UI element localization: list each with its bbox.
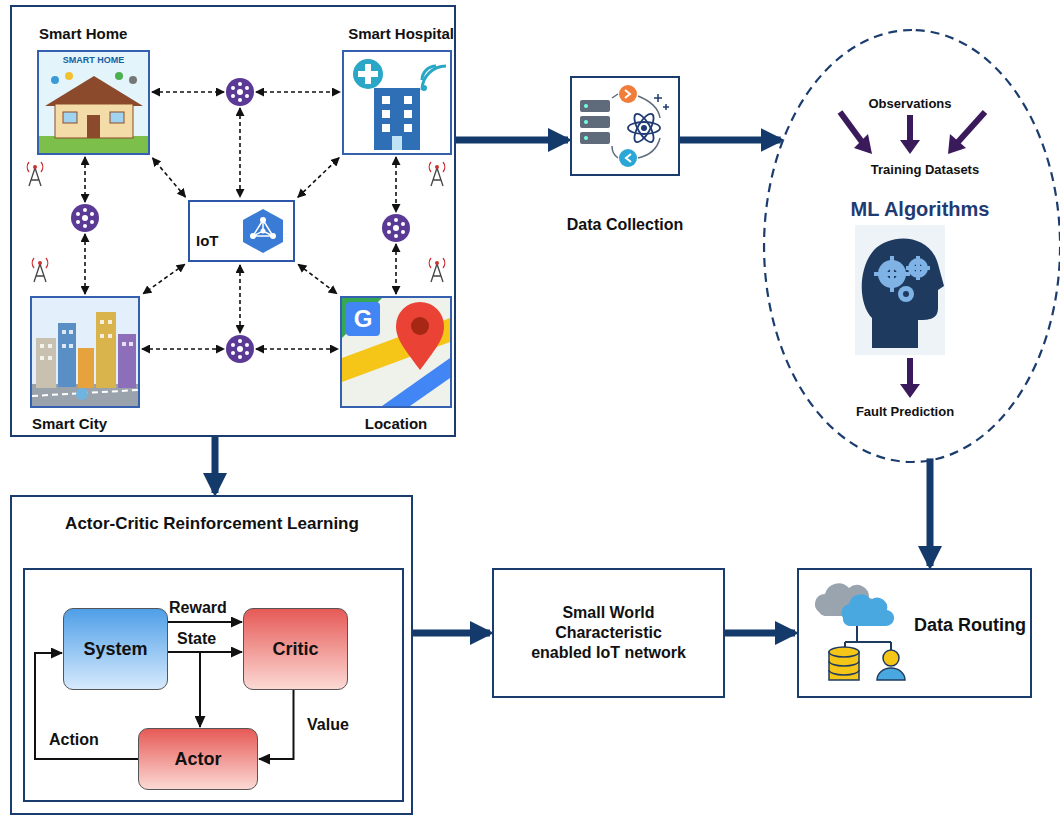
node-text: Training Datasets <box>825 162 1025 177</box>
link-arrow <box>142 349 338 350</box>
smart-city-box: Smart City <box>30 296 140 408</box>
small-world-box: Small World Characteristic enabled IoT n… <box>492 568 725 698</box>
text-wrap: Small World Characteristic enabled IoT n… <box>494 570 723 696</box>
signal-arrow <box>259 690 294 759</box>
ml-ellipse-art <box>762 28 1060 460</box>
link-arrow <box>152 92 340 93</box>
link-arrow <box>298 264 337 293</box>
data-collection-box-art <box>572 78 678 174</box>
node-label: Actor-Critic Reinforcement Learning <box>52 513 372 535</box>
location-box: LocationG <box>340 296 452 408</box>
text-wrap: System <box>64 609 167 689</box>
edge-label: State <box>176 630 217 648</box>
node-label: Data Collection <box>547 216 703 234</box>
data-collection-box: Data Collection <box>570 76 680 176</box>
node-text: ML Algorithms <box>800 198 1040 221</box>
flow-arrow <box>680 140 781 141</box>
node-label: IoT <box>196 232 219 249</box>
node-label: Observations <box>810 96 1010 111</box>
ml-ellipse: ObservationsTraining Datasets ML Algorith… <box>762 28 1060 460</box>
iot-hub-box-art <box>240 208 286 254</box>
iot-region: Smart HomeSMART HOMESmart HospitalIoTSma… <box>10 5 456 437</box>
flow-arrow <box>725 633 795 634</box>
node-label: Smart Home <box>39 25 127 42</box>
flow-arrow <box>413 633 490 634</box>
flow-arrow <box>456 140 568 141</box>
system-box: System <box>63 608 168 690</box>
edge-label: Reward <box>168 599 228 617</box>
node-text: Fault Prediction <box>805 404 1005 419</box>
node-label: Small World Characteristic enabled IoT n… <box>526 603 691 663</box>
smart-home-box: Smart HomeSMART HOME <box>37 50 150 155</box>
node-label: System <box>83 638 147 661</box>
text-wrap: Actor <box>139 729 257 789</box>
critic-box: Critic <box>243 608 348 690</box>
node-label: Critic <box>272 638 318 661</box>
data-routing-box-art <box>799 570 919 696</box>
signal-arrow <box>168 652 200 727</box>
actor-box: Actor <box>138 728 258 790</box>
node-label: Location <box>342 415 450 432</box>
iot-hub-box: IoT <box>188 200 295 262</box>
smart-city-box-art <box>32 298 138 406</box>
edge-label: Action <box>48 731 100 749</box>
signal-arrow <box>168 622 242 623</box>
smart-home-box-art <box>39 52 148 153</box>
link-arrow <box>298 158 339 197</box>
link-arrow <box>396 157 397 294</box>
antenna-icons <box>27 162 445 282</box>
actor-critic-panel: Actor-Critic Reinforcement LearningSyste… <box>10 495 413 815</box>
flow-arrow <box>215 437 216 493</box>
edge-label: Value <box>306 716 350 734</box>
smart-hospital-box: Smart Hospital <box>342 50 452 155</box>
data-routing-box: Data Routing <box>797 568 1032 698</box>
image-label: G <box>346 302 380 336</box>
node-label: Smart City <box>32 415 107 432</box>
node-label: Data Routing <box>911 614 1029 636</box>
smart-hospital-box-art <box>344 52 450 153</box>
image-label: SMART HOME <box>39 55 148 65</box>
node-label: Actor <box>174 748 221 771</box>
link-arrow <box>153 158 186 197</box>
node-label: Smart Hospital <box>348 25 454 42</box>
link-arrow <box>143 264 184 293</box>
link-arrow <box>85 157 86 294</box>
flow-arrow <box>930 458 931 566</box>
text-wrap: Critic <box>244 609 347 689</box>
